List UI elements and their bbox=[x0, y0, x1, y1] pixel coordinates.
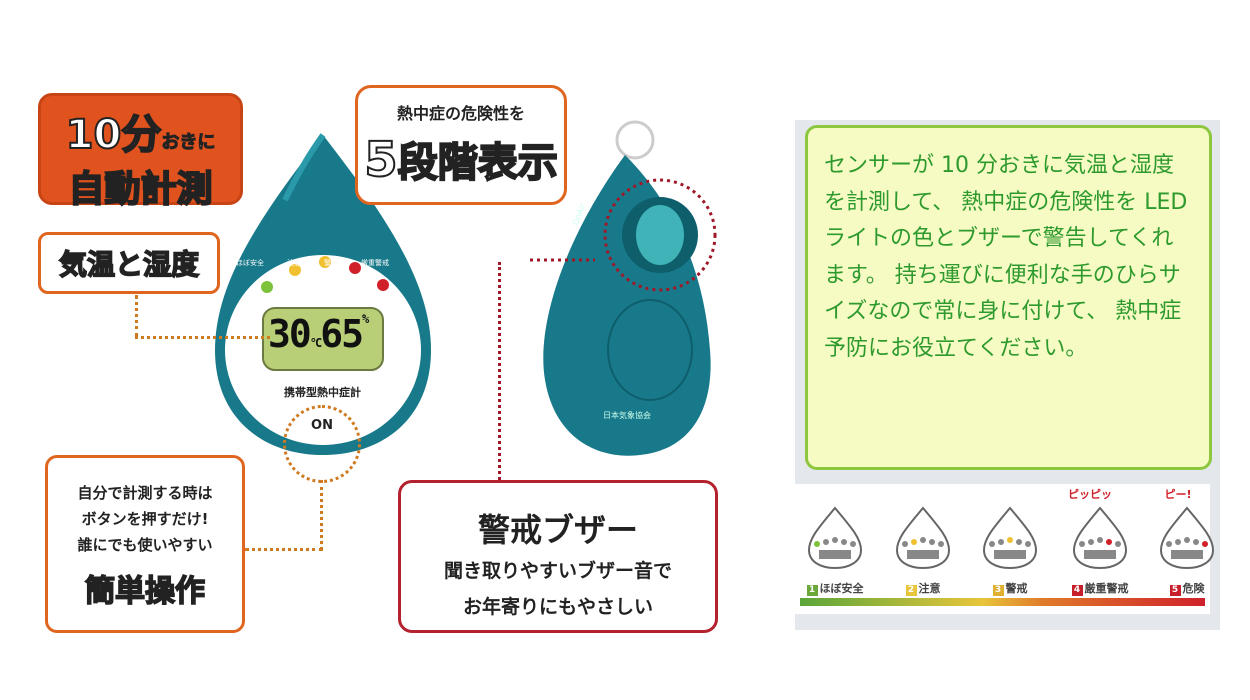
humidity-value: 65 bbox=[320, 312, 364, 356]
level-label: ほぼ安全 bbox=[819, 582, 864, 595]
back-label: 日本気象協会 bbox=[603, 411, 651, 420]
level-number: 5 bbox=[1169, 585, 1181, 596]
easy-op-heading: 簡単操作 bbox=[84, 573, 206, 610]
leader-line bbox=[135, 336, 270, 339]
five-levels-callout: 熱中症の危険性を 5段階表示 bbox=[355, 85, 567, 205]
buzzer-leader-line bbox=[498, 262, 501, 480]
buzzer-heading: 警戒ブザー bbox=[477, 511, 638, 549]
led-1 bbox=[261, 281, 273, 293]
description-box: センサーが 10 分おきに気温と湿度を計測して、 熱中症の危険性を LED ライ… bbox=[805, 125, 1212, 470]
device-back bbox=[530, 120, 717, 456]
device-name: 携帯型熱中症計 bbox=[284, 386, 361, 399]
level-number: 2 bbox=[905, 585, 917, 596]
five-levels-title: 段階表示 bbox=[397, 139, 559, 187]
led-4 bbox=[349, 262, 361, 274]
auto-measure-callout: 10分おきに 自動計測 bbox=[38, 93, 243, 211]
led-2 bbox=[289, 264, 301, 276]
device-outline-icon bbox=[895, 506, 951, 570]
on-button-label: ON bbox=[311, 418, 333, 433]
on-button[interactable]: ON bbox=[283, 405, 361, 483]
level-label: 警戒 bbox=[1005, 582, 1028, 595]
easy-op-line: 自分で計測する時は bbox=[77, 484, 213, 502]
level-label: 注意 bbox=[918, 582, 941, 595]
buzzer-callout: 警戒ブザー 聞き取りやすいブザー音で お年寄りにもやさしい bbox=[398, 480, 718, 633]
led-3 bbox=[319, 256, 331, 268]
buzzer-line: 聞き取りやすいブザー音で bbox=[443, 560, 672, 582]
risk-gradient-arrow bbox=[800, 598, 1205, 606]
level-number: 4 bbox=[1071, 585, 1083, 596]
device-front bbox=[215, 133, 431, 455]
temperature-value: 30 bbox=[268, 312, 312, 356]
interval-suffix: おきに bbox=[161, 132, 216, 154]
device-outline-icon bbox=[1072, 506, 1128, 570]
easy-op-line: 誰にでも使いやすい bbox=[77, 536, 213, 554]
five-levels-subtitle: 熱中症の危険性を bbox=[396, 104, 525, 123]
buzzer-line: お年寄りにもやさしい bbox=[462, 596, 653, 618]
auto-measure-text: 自動計測 bbox=[67, 168, 213, 211]
led-label: 厳重警戒 bbox=[361, 259, 389, 267]
led-label: 警戒 bbox=[324, 259, 338, 267]
interval-text: 10分 bbox=[65, 111, 163, 159]
temperature-unit: °C bbox=[309, 336, 323, 350]
leader-line bbox=[320, 480, 323, 550]
led-labels: ほぼ安全 注意 警戒 厳重警戒 危険 bbox=[236, 258, 426, 268]
easy-operation-callout: 自分で計測する時は ボタンを押すだけ! 誰にでも使いやすい 簡単操作 bbox=[45, 455, 245, 633]
leader-line bbox=[245, 548, 323, 551]
buzzer-sound-4: ピッピッ bbox=[1068, 488, 1112, 501]
level-label: 厳重警戒 bbox=[1084, 582, 1129, 595]
easy-op-line: ボタンを押すだけ! bbox=[81, 510, 209, 528]
level-number: 1 bbox=[806, 585, 818, 596]
lcd-readout: 30°C65% bbox=[268, 312, 369, 356]
device-outline-icon bbox=[807, 506, 863, 570]
temp-humidity-callout: 気温と湿度 bbox=[38, 232, 220, 294]
led-label: ほぼ安全 bbox=[236, 259, 264, 267]
five-levels-number: 5 bbox=[363, 131, 398, 189]
leader-line bbox=[135, 295, 138, 337]
level-label: 危険 bbox=[1182, 582, 1205, 595]
led-5 bbox=[377, 279, 389, 291]
led-label: 注意 bbox=[287, 259, 301, 267]
device-outline-icon bbox=[982, 506, 1038, 570]
led-label: 危険 bbox=[412, 259, 426, 267]
buzzer-sound-5: ピー! bbox=[1164, 488, 1192, 501]
device-outline-icon bbox=[1159, 506, 1215, 570]
humidity-unit: % bbox=[361, 312, 369, 326]
level-number: 3 bbox=[992, 585, 1004, 596]
